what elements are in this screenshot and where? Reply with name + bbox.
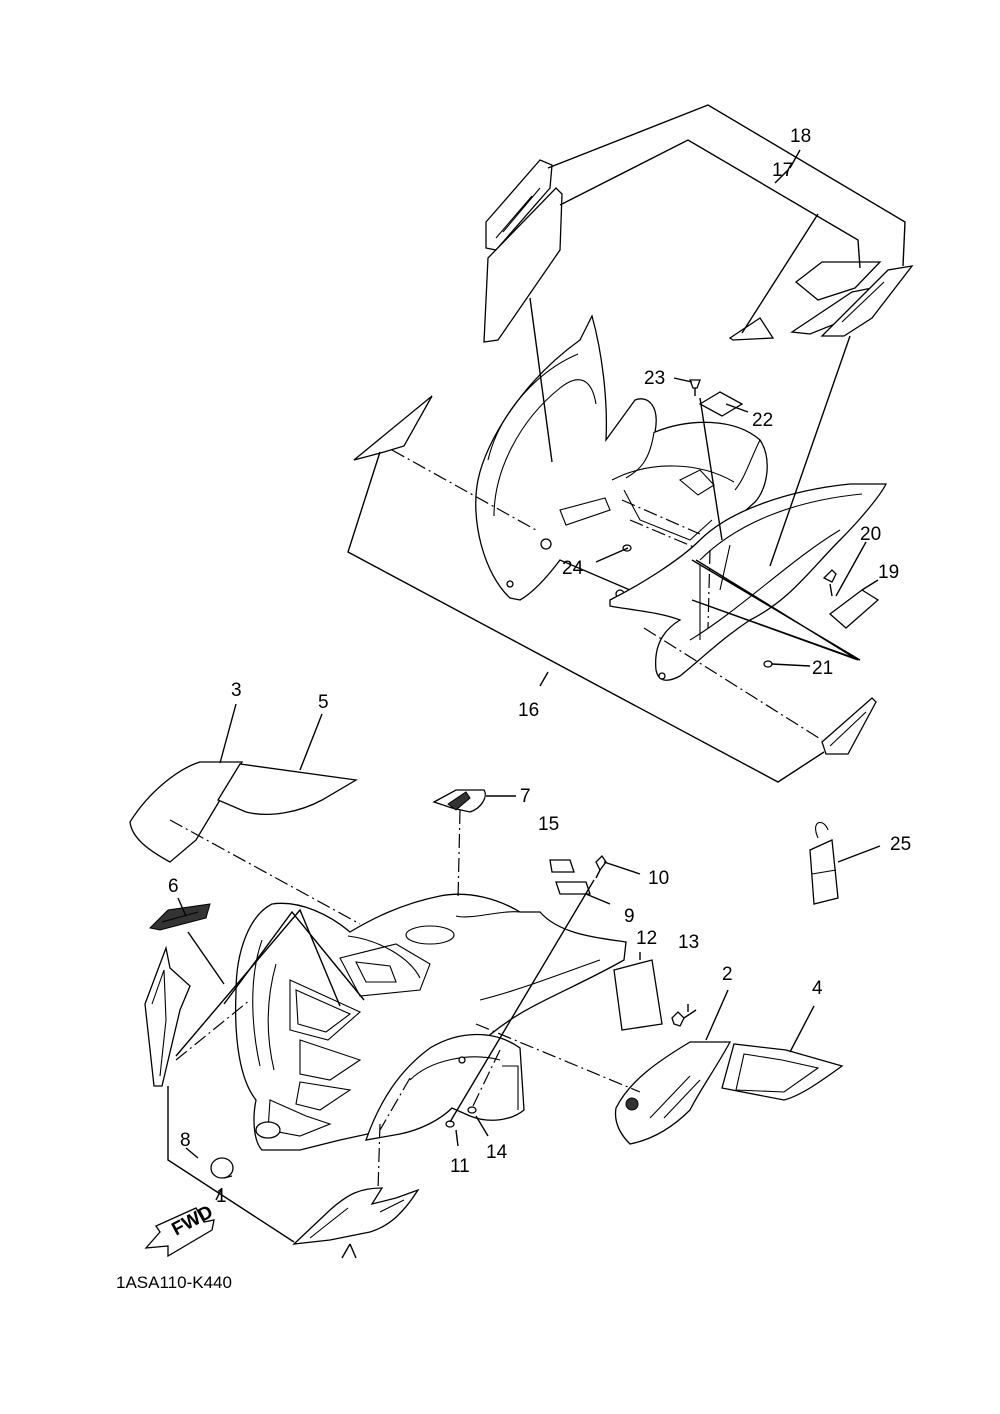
callout-22: 22 <box>752 410 773 431</box>
callout-9: 9 <box>624 906 635 927</box>
part-13-bolt <box>671 1009 697 1027</box>
decal-18-left <box>483 159 563 343</box>
callout-17: 17 <box>772 160 793 181</box>
callout-16: 16 <box>518 700 539 721</box>
part-22-plate <box>698 391 744 417</box>
callout-4: 4 <box>812 978 823 999</box>
fender-dashed-leaders <box>621 499 861 661</box>
front-fender-body <box>235 893 627 1151</box>
callout-labels: 1 2 3 4 5 6 7 8 9 10 11 12 13 14 15 16 1… <box>168 126 911 1207</box>
callout-13: 13 <box>678 932 699 953</box>
part-19-plate <box>828 589 880 629</box>
bracket-lines-17-18 <box>547 104 906 334</box>
part-9-plate <box>555 881 591 895</box>
part-8-cap <box>210 1157 234 1179</box>
decal-4 <box>721 1043 844 1101</box>
decal-7 <box>432 789 486 813</box>
decal-17-right <box>728 317 775 341</box>
callout-12: 12 <box>636 928 657 949</box>
callout-23: 23 <box>644 368 665 389</box>
callout-14: 14 <box>486 1142 508 1163</box>
decal-1-bottom <box>292 1187 420 1245</box>
decal-3 <box>129 761 244 863</box>
callout-25: 25 <box>890 834 911 855</box>
callout-10: 10 <box>648 868 669 889</box>
callout-6: 6 <box>168 876 179 897</box>
part-10-bolt <box>595 854 607 879</box>
callout-2: 2 <box>722 964 733 985</box>
decal-6 <box>148 903 211 931</box>
fwd-arrow-icon: FWD <box>144 1202 217 1258</box>
part-15-plate <box>549 859 575 873</box>
callout-5: 5 <box>318 692 329 713</box>
decal-16-right <box>821 697 877 755</box>
callout-8: 8 <box>180 1130 191 1151</box>
callout-24: 24 <box>562 558 584 579</box>
decal-5 <box>217 763 358 815</box>
upper-leader-lines <box>595 377 879 667</box>
callout-1: 1 <box>216 1186 227 1207</box>
decal-16-left <box>353 395 433 461</box>
callout-3: 3 <box>231 680 242 701</box>
callout-15: 15 <box>538 814 559 835</box>
callout-19: 19 <box>878 562 899 583</box>
part-20-bolt <box>822 569 837 597</box>
diagram-code: 1ASA110-K440 <box>116 1273 232 1292</box>
callout-18: 18 <box>790 126 811 147</box>
callout-7: 7 <box>520 786 531 807</box>
bracket-16 <box>347 297 851 783</box>
lower-leader-lines <box>167 703 881 1259</box>
callout-20: 20 <box>860 524 881 545</box>
part-25-tag <box>809 821 839 905</box>
part-12-plate <box>613 959 663 1031</box>
callout-21: 21 <box>812 658 833 679</box>
decal-2 <box>614 1041 732 1145</box>
front-fender-wheelwell <box>365 1033 525 1141</box>
part-21-nut <box>763 660 773 668</box>
decal-18-right <box>790 261 914 337</box>
callout-11: 11 <box>450 1156 470 1177</box>
decal-1-side <box>144 945 191 1087</box>
part-14-nut <box>467 1106 477 1114</box>
part-23-bolt <box>689 379 723 541</box>
